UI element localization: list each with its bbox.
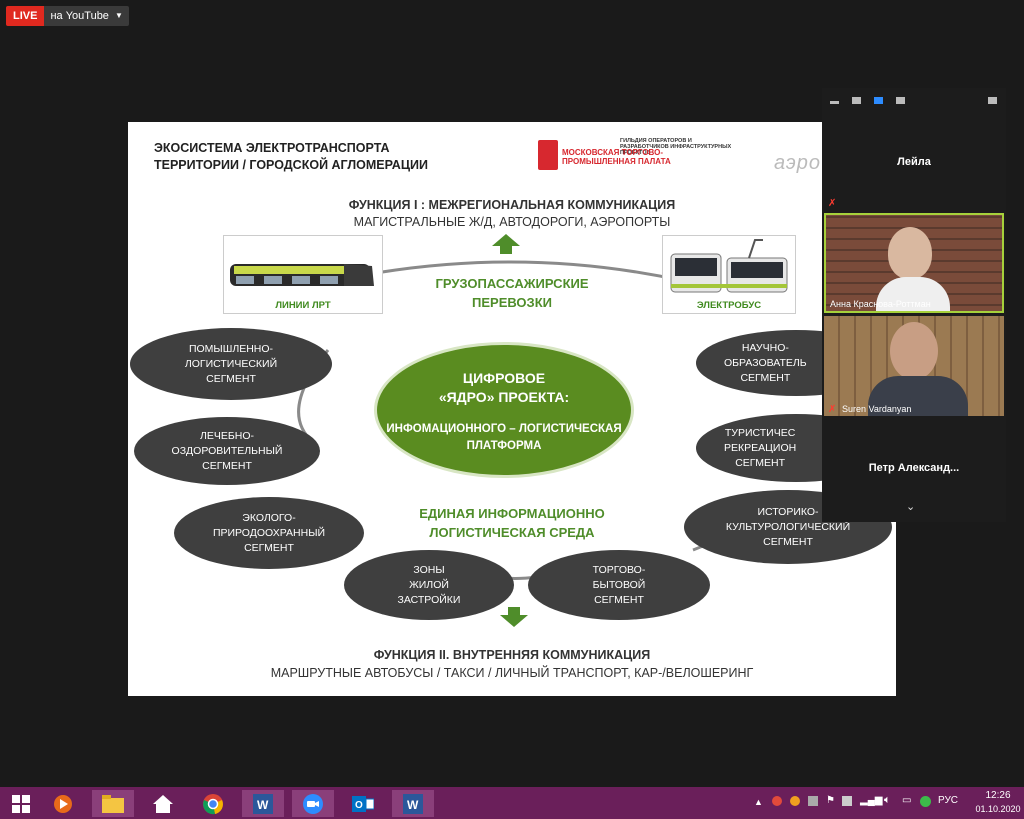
electrobus-label: ЭЛЕКТРОБУС bbox=[696, 300, 762, 311]
participant-face bbox=[890, 322, 938, 380]
battery-icon[interactable]: ▭ bbox=[902, 795, 912, 806]
gallery-view-icon[interactable] bbox=[896, 97, 905, 104]
volume-icon[interactable]: 🔈︎ bbox=[884, 794, 891, 806]
chrome-icon bbox=[203, 793, 223, 814]
home-icon bbox=[153, 794, 173, 813]
tram-icon bbox=[230, 264, 374, 286]
chevron-up-icon[interactable]: ▲ bbox=[754, 797, 763, 807]
live-indicator[interactable]: LIVE на YouTube ▼ bbox=[6, 6, 129, 26]
slide-title: ЭКОСИСТЕМА ЭЛЕКТРОТРАНСПОРТА ТЕРРИТОРИИ … bbox=[154, 140, 484, 174]
outlook-icon: O bbox=[352, 795, 374, 812]
logo-chamber-text: МОСКОВСКАЯ ТОРГОВО-ПРОМЫШЛЕННАЯ ПАЛАТА bbox=[562, 148, 671, 166]
function-2-subtitle: МАРШРУТНЫЕ АВТОБУСЫ / ТАКСИ / ЛИЧНЫЙ ТРА… bbox=[270, 666, 754, 680]
word-icon: W bbox=[253, 793, 273, 814]
core-title: ЦИФРОВОЕ «ЯДРО» ПРОЕКТА: bbox=[438, 370, 570, 405]
shared-slide: ЭКОСИСТЕМА ЭЛЕКТРОТРАНСПОРТА ТЕРРИТОРИИ … bbox=[128, 122, 896, 696]
taskbar-file-explorer[interactable] bbox=[92, 790, 134, 817]
chamber-logo: ГИЛЬДИЯ ОПЕРАТОРОВ И РАЗРАБОТЧИКОВ ИНФРА… bbox=[538, 136, 738, 180]
taskbar-home[interactable] bbox=[142, 790, 184, 817]
chevron-down-icon[interactable]: ⌄ bbox=[906, 501, 916, 513]
taskbar-media-player[interactable] bbox=[42, 790, 84, 817]
slide-title-line1: ЭКОСИСТЕМА ЭЛЕКТРОТРАНСПОРТА bbox=[154, 141, 390, 155]
svg-text:O: O bbox=[355, 800, 363, 811]
exit-panel-icon[interactable] bbox=[988, 97, 997, 104]
windows-taskbar: W O W ▲ ⚑ ▂▄▆ 🔈︎ ▭ РУС 12:26 01.10.2020 bbox=[0, 787, 1024, 819]
caret-down-icon: ▼ bbox=[114, 11, 123, 20]
lrt-label: ЛИНИИ ЛРТ bbox=[275, 300, 331, 311]
participant-name-leila: Лейла bbox=[897, 156, 931, 168]
participant-body bbox=[876, 277, 950, 311]
media-player-icon bbox=[54, 794, 72, 813]
arrow-down-icon bbox=[500, 607, 528, 627]
check-icon[interactable] bbox=[920, 796, 931, 807]
display-icon[interactable] bbox=[842, 796, 852, 806]
windows-logo-icon bbox=[12, 794, 30, 813]
function-2-title: ФУНКЦИЯ II. ВНУТРЕННЯЯ КОММУНИКАЦИЯ bbox=[373, 648, 651, 662]
taskbar-word-2[interactable]: W bbox=[392, 790, 434, 817]
live-badge: LIVE bbox=[6, 6, 45, 26]
tray-app-icon[interactable] bbox=[808, 796, 818, 806]
video-panel-toolbar bbox=[822, 88, 1006, 114]
signal-icon[interactable]: ▂▄▆ bbox=[860, 795, 883, 806]
mic-muted-icon: ✗ bbox=[828, 404, 837, 415]
antivirus-icon[interactable] bbox=[772, 796, 782, 806]
live-target-label: на YouTube bbox=[50, 10, 109, 22]
strip-view-icon[interactable] bbox=[874, 97, 883, 104]
lrt-photo: ЛИНИИ ЛРТ bbox=[223, 235, 383, 314]
function-1-subtitle: МАГИСТРАЛЬНЫЕ Ж/Д, АВТОДОРОГИ, АЭРОПОРТЫ bbox=[353, 215, 671, 229]
participant-name-petr: Петр Александ... bbox=[868, 462, 960, 474]
participants-video-panel: Лейла ✗ Анна Краснова-Роттман ✗ Suren Va… bbox=[822, 88, 1006, 522]
flag-icon[interactable]: ⚑ bbox=[826, 795, 835, 806]
aero-logo: аэро bbox=[774, 152, 821, 174]
tile-name-anna: Анна Краснова-Роттман bbox=[830, 299, 931, 309]
emblem-icon bbox=[538, 140, 558, 170]
participant-body bbox=[868, 376, 968, 416]
segment-residential: ЗОНЫ ЖИЛОЙ ЗАСТРОЙКИ bbox=[344, 550, 514, 620]
participant-face bbox=[888, 227, 932, 279]
word-icon: W bbox=[403, 793, 423, 814]
segment-ecology: ЭКОЛОГО- ПРИРОДООХРАННЫЙ СЕГМЕНТ bbox=[174, 497, 364, 569]
video-tile-suren[interactable]: ✗ Suren Vardanyan bbox=[824, 316, 1004, 416]
electrobus-photo: ЭЛЕКТРОБУС bbox=[662, 235, 796, 314]
tray-app-icon[interactable] bbox=[790, 796, 800, 806]
svg-text:W: W bbox=[257, 798, 269, 812]
arrow-up-icon bbox=[492, 234, 520, 254]
taskbar-outlook[interactable]: O bbox=[342, 790, 384, 817]
system-tray: ▲ ⚑ ▂▄▆ 🔈︎ ▭ РУС 12:26 01.10.2020 bbox=[754, 787, 1024, 819]
segment-trade: ТОРГОВО- БЫТОВОЙ СЕГМЕНТ bbox=[528, 550, 710, 620]
video-tile-anna[interactable]: Анна Краснова-Роттман bbox=[824, 213, 1004, 313]
zoom-icon bbox=[303, 793, 323, 814]
start-button[interactable] bbox=[0, 790, 42, 817]
core-subtitle: ИНФОМАЦИОННОГО – ЛОГИСТИЧЕСКАЯ ПЛАТФОРМА bbox=[386, 423, 622, 452]
speaker-view-icon[interactable] bbox=[852, 97, 861, 104]
segment-health: ЛЕЧЕБНО- ОЗДОРОВИТЕЛЬНЫЙ СЕГМЕНТ bbox=[134, 417, 320, 485]
bus-icon bbox=[670, 239, 788, 293]
slide-title-line2: ТЕРРИТОРИИ / ГОРОДСКОЙ АГЛОМЕРАЦИИ bbox=[154, 158, 428, 172]
segment-industrial-logistics: ПОМЫШЛЕННО- ЛОГИСТИЧЕСКИЙ СЕГМЕНТ bbox=[130, 328, 332, 400]
digital-core-ellipse: ЦИФРОВОЕ «ЯДРО» ПРОЕКТА: ИНФОМАЦИОННОГО … bbox=[374, 342, 634, 478]
clock-date[interactable]: 01.10.2020 bbox=[975, 804, 1021, 814]
cargo-transport-label: ГРУЗОПАССАЖИРСКИЕ ПЕРЕВОЗКИ bbox=[435, 276, 589, 310]
clock-time[interactable]: 12:26 bbox=[985, 790, 1011, 801]
info-environment-label: ЕДИНАЯ ИНФОРМАЦИОННО ЛОГИСТИЧЕСКАЯ СРЕДА bbox=[419, 506, 605, 540]
logo-guild-text: ГИЛЬДИЯ ОПЕРАТОРОВ И РАЗРАБОТЧИКОВ ИНФРА… bbox=[620, 138, 732, 156]
tray-lang[interactable]: РУС bbox=[938, 795, 959, 806]
live-target-dropdown[interactable]: на YouTube ▼ bbox=[44, 6, 129, 26]
taskbar-zoom[interactable] bbox=[292, 790, 334, 817]
taskbar-chrome[interactable] bbox=[192, 790, 234, 817]
minimize-icon[interactable] bbox=[830, 101, 839, 104]
tile-name-suren: Suren Vardanyan bbox=[842, 404, 912, 414]
svg-text:W: W bbox=[407, 798, 419, 812]
mic-muted-icon: ✗ bbox=[828, 198, 837, 209]
folder-icon bbox=[102, 794, 124, 813]
taskbar-word-1[interactable]: W bbox=[242, 790, 284, 817]
function-1-title: ФУНКЦИЯ I : МЕЖРЕГИОНАЛЬНАЯ КОММУНИКАЦИЯ bbox=[348, 198, 676, 212]
